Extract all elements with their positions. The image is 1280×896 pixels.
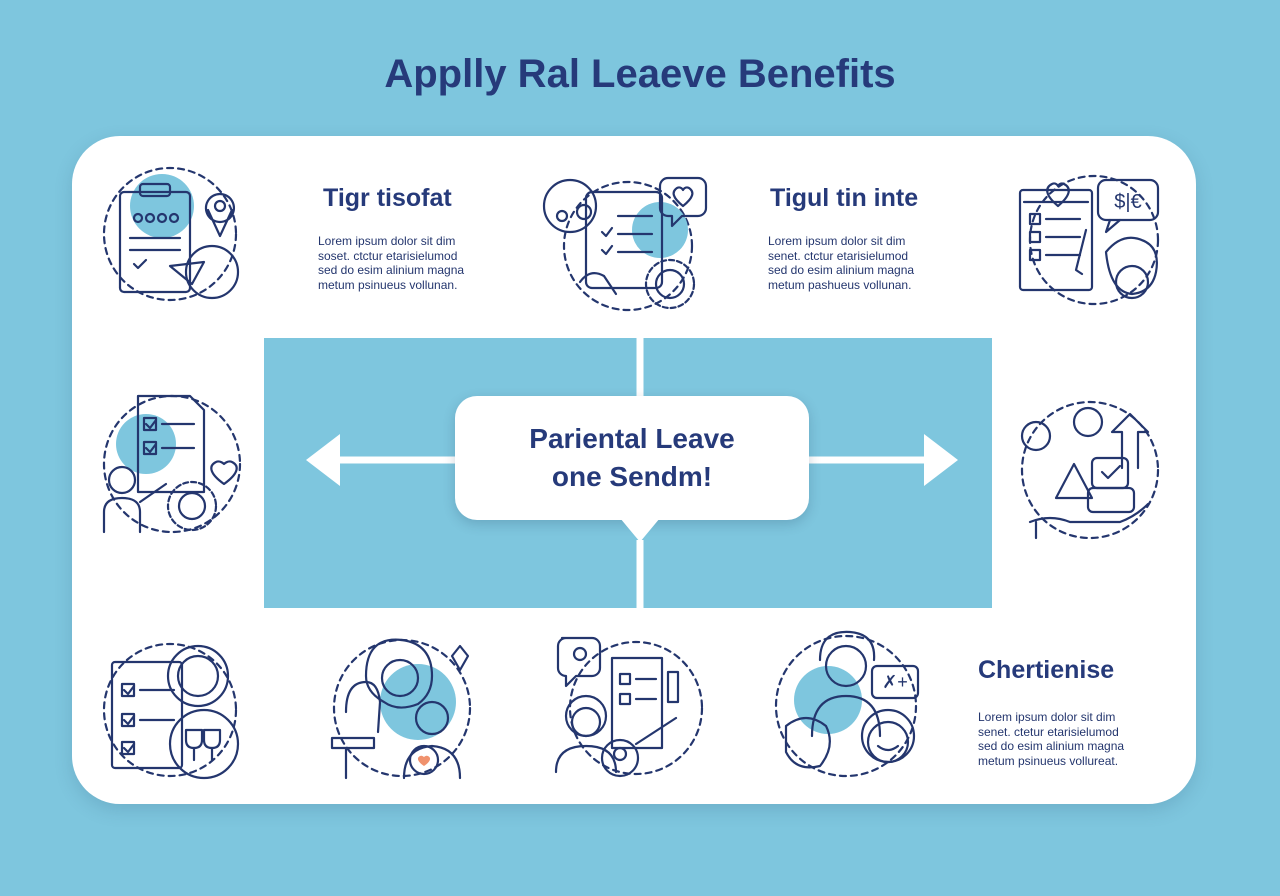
callout-pointer: [620, 518, 660, 542]
section-body-1: Lorem ipsum dolor sit dim soset. ctctur …: [318, 234, 465, 292]
task-list-person-icon: [102, 394, 242, 534]
section-body-3: Lorem ipsum dolor sit dim senet. ctetur …: [978, 710, 1125, 768]
section-heading-1: Tigr tisofat: [323, 184, 452, 212]
section-heading-3: Chertienise: [978, 656, 1115, 684]
clipboard-location-icon: [102, 166, 240, 302]
person-document-icon: [554, 636, 704, 778]
people-formula-icon: ✗+: [774, 630, 920, 778]
section-heading-2: Tigul tin inte: [770, 184, 919, 212]
currency-symbols: $|€: [1114, 191, 1141, 213]
checklist-trophy-icon: [102, 642, 240, 780]
center-callout: Pariental Leave one Sendm!: [455, 396, 809, 520]
center-line-1: Pariental Leave: [529, 423, 735, 454]
formula-symbol: ✗+: [882, 672, 908, 692]
checklist-heart-icon: [542, 176, 708, 312]
center-line-2: one Sendm!: [551, 461, 713, 492]
section-body-2: Lorem ipsum dolor sit dim senet. ctctur …: [768, 234, 915, 292]
page-title: Applly Ral Leaeve Benefits: [384, 52, 896, 96]
parent-child-icon: [330, 638, 472, 780]
document-currency-icon: $|€: [1018, 174, 1160, 306]
growth-support-icon: [1020, 400, 1160, 540]
